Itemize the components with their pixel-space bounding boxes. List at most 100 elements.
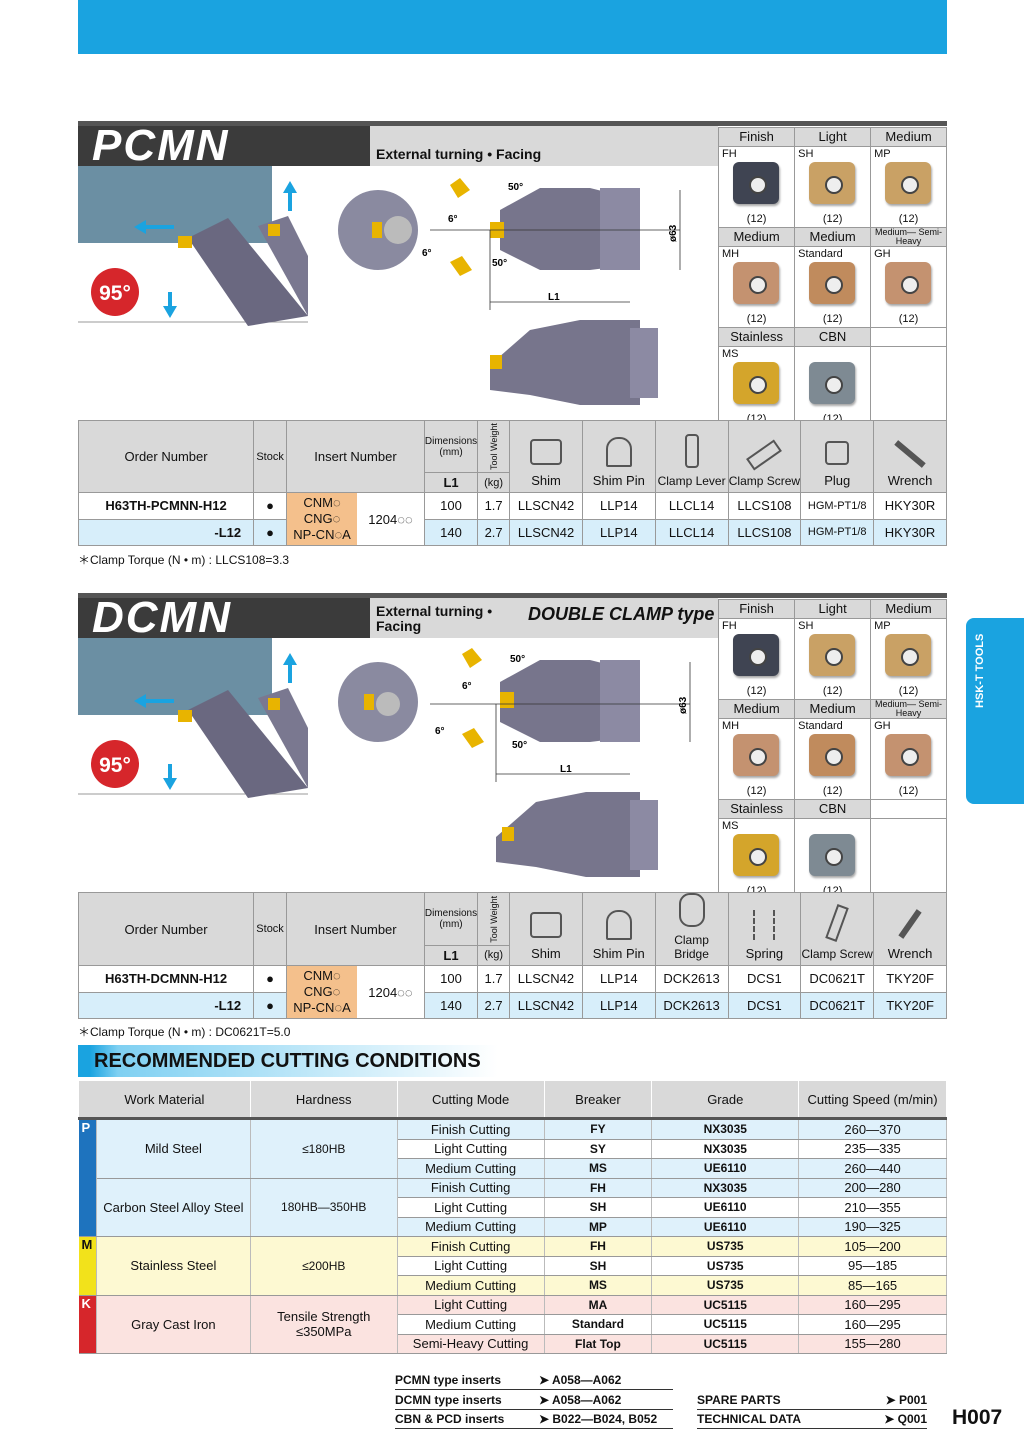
wrench-icon — [898, 909, 922, 939]
breaker: SH — [544, 1197, 653, 1218]
pack-qty: (12) — [746, 313, 767, 325]
stock-mark: ● — [253, 991, 288, 1019]
insert-cell[interactable]: MS(12) — [717, 346, 796, 428]
l1-value: 140 — [423, 991, 479, 1019]
col-tool-weight: Tool Weight — [477, 420, 510, 473]
part-value: LLSCN42 — [509, 518, 583, 546]
insert-size: 1204◌◌ — [368, 511, 413, 527]
cutting-speed: 260—370 — [798, 1118, 947, 1140]
part-value: DC0621T — [800, 965, 875, 993]
insert-cell[interactable]: GH(12) — [870, 718, 947, 800]
insert-name: NP-CN◌A — [293, 1000, 351, 1015]
hardness-text: Tensile Strength ≤350MPa — [277, 1309, 371, 1340]
breaker-code: FH — [722, 620, 737, 632]
plug-icon — [825, 441, 850, 465]
cutting-speed: 235—335 — [798, 1139, 947, 1159]
l1-value: 140 — [423, 518, 479, 546]
cutting-mode: Light Cutting — [397, 1139, 545, 1159]
grade-header: Light — [794, 127, 872, 147]
part-value: DCK2613 — [654, 965, 729, 993]
insert-cell[interactable]: MH(12) — [717, 718, 796, 800]
insert-cell[interactable]: (12) — [794, 346, 872, 428]
grade: NX3035 — [651, 1139, 800, 1159]
footer-link-technical-data[interactable]: TECHNICAL DATA➤ Q001 — [697, 1410, 927, 1429]
dcmn-spec-table: Order Number Stock Insert Number Dimensi… — [77, 892, 947, 1019]
insert-cell[interactable]: Standard(12) — [794, 246, 872, 328]
insert-cell[interactable]: MP(12) — [870, 618, 947, 700]
breaker: MA — [544, 1295, 653, 1315]
cutting-mode: Light Cutting — [397, 1256, 545, 1276]
footer-link-pcmn[interactable]: PCMN type inserts➤ A058—A062 — [395, 1371, 673, 1390]
insert-image — [809, 834, 856, 876]
pcmn-workpiece — [78, 166, 272, 243]
weight-value: 2.7 — [477, 991, 511, 1019]
footer-label: CBN & PCD inserts — [395, 1412, 505, 1426]
col-shim-pin-label: Shim Pin — [592, 946, 645, 961]
breaker-code: MS — [722, 820, 739, 832]
col-order-number: Order Number — [77, 892, 255, 966]
pcmn-insert-grid: Finish Light Medium FH(12) SH(12) MP(12)… — [717, 127, 947, 428]
col-plug-label: Plug — [824, 473, 851, 488]
col-wrench: Wrench — [873, 420, 947, 493]
pack-qty: (12) — [898, 685, 919, 697]
pack-qty: (12) — [822, 313, 843, 325]
breaker: FH — [544, 1178, 653, 1198]
footer-link-dcmn[interactable]: DCMN type inserts ➤ A058—A062 — [395, 1391, 673, 1410]
footer-link-spare-parts[interactable]: SPARE PARTS➤ P001 — [697, 1391, 927, 1410]
footer-label: TECHNICAL DATA — [697, 1412, 801, 1426]
pcmn-clamp-torque-note: ＊Clamp Torque (N • m) : LLCS108=3.3 — [78, 553, 290, 567]
cutting-mode: Finish Cutting — [397, 1236, 545, 1257]
col-shim: Shim — [509, 420, 583, 493]
col-breaker: Breaker — [543, 1080, 653, 1120]
table-row: -L12 ● 140 2.7 LLSCN42 LLP14 LLCL14 LLCS… — [77, 518, 947, 546]
insert-number-cell: CNM◌ CNG◌ NP-CN◌A 1204◌◌ — [286, 492, 425, 546]
breaker-code: GH — [874, 720, 891, 732]
insert-cell[interactable]: FH (12) — [717, 618, 796, 700]
footer-label: PCMN type inserts — [395, 1373, 502, 1387]
cutting-speed: 260—440 — [798, 1158, 947, 1179]
part-value: LLCL14 — [654, 492, 729, 520]
insert-name: NP-CN◌A — [293, 527, 351, 542]
grade: US735 — [651, 1236, 800, 1257]
pack-qty: (12) — [822, 213, 843, 225]
footer-label: DCMN type inserts — [395, 1393, 502, 1407]
section-tab[interactable]: HSK-T TOOLS — [966, 618, 1024, 804]
col-shim-pin: Shim Pin — [581, 892, 656, 966]
insert-cell[interactable]: Standard(12) — [794, 718, 872, 800]
insert-cell[interactable]: SH(12) — [794, 146, 872, 228]
insert-cell[interactable]: MP(12) — [870, 146, 947, 228]
insert-cell[interactable]: MS(12) — [717, 818, 796, 900]
cutting-speed: 160—295 — [798, 1295, 947, 1315]
grade-header: Light — [794, 599, 872, 619]
angle-6-top: 6° — [462, 681, 472, 692]
l1-value: 100 — [423, 492, 479, 520]
order-number: H63TH-PCMNN-H12 — [77, 492, 255, 520]
col-order-number: Order Number — [77, 420, 255, 493]
insert-cell[interactable]: SH(12) — [794, 618, 872, 700]
breaker-code: SH — [798, 620, 814, 632]
insert-image — [885, 262, 932, 304]
cutting-speed: 85—165 — [798, 1275, 947, 1296]
cutting-speed: 210—355 — [798, 1197, 947, 1218]
cutting-speed: 190—325 — [798, 1217, 947, 1237]
insert-cell[interactable]: MH(12) — [717, 246, 796, 328]
insert-cell[interactable]: GH(12) — [870, 246, 947, 328]
part-value: HGM-PT1/8 — [800, 518, 875, 546]
breaker: MS — [544, 1275, 653, 1296]
table-row: -L12 ● 140 2.7 LLSCN42 LLP14 DCK2613 DCS… — [77, 991, 947, 1019]
footer-ref: ➤ A058—A062 — [539, 1393, 622, 1407]
stock-mark: ● — [253, 518, 288, 546]
pack-qty: (12) — [746, 785, 767, 797]
insert-image — [809, 734, 856, 776]
col-insert-number: Insert Number — [286, 420, 425, 493]
footer-link-cbn[interactable]: CBN & PCD inserts➤ B022—B024, B052 — [395, 1410, 673, 1429]
col-l1: L1 — [423, 944, 479, 967]
part-value: LLP14 — [581, 991, 656, 1019]
pack-qty: (12) — [746, 685, 767, 697]
insert-cell[interactable]: FH(12) — [717, 146, 796, 228]
insert-cell[interactable]: (12) — [794, 818, 872, 900]
insert-image — [733, 834, 779, 876]
part-value: DCK2613 — [654, 991, 729, 1019]
section-rule — [78, 121, 947, 126]
grade-header: Finish — [717, 127, 796, 147]
